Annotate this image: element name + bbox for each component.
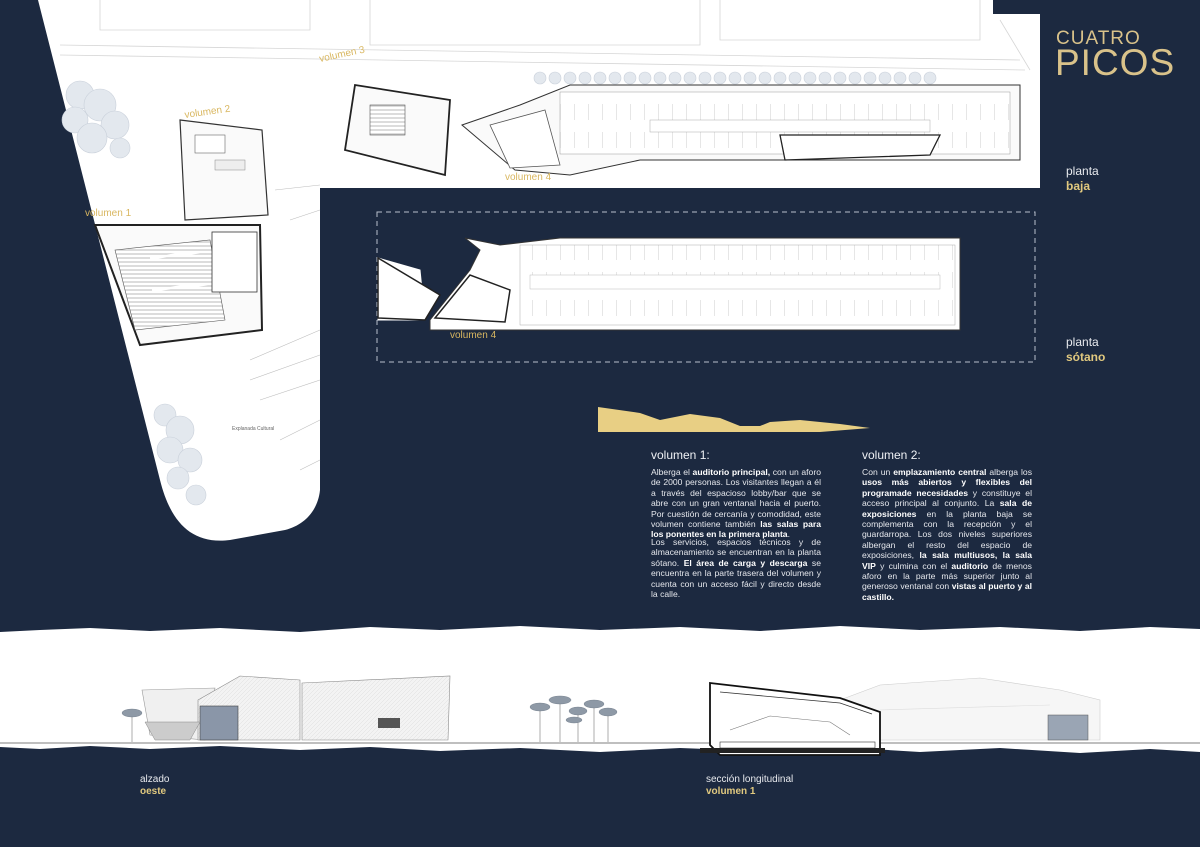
- volume2-p1-run: y constituye el acceso principal al conj…: [862, 487, 1032, 509]
- volume1-p2-run: El área de carga y descarga: [683, 557, 808, 568]
- label-west-elevation-line1: alzado: [140, 774, 170, 785]
- plan-volume-1: [93, 224, 264, 347]
- label-basement-line2: sótano: [1066, 350, 1106, 364]
- volume2-p1-run: en la planta baja se complementa con la …: [862, 508, 1032, 561]
- volume1-p1-run: .: [787, 529, 790, 540]
- basement-label-volume-4: volumen 4: [450, 330, 497, 341]
- label-section-line1: sección longitudinal: [706, 774, 794, 785]
- elevation-trees: [121, 695, 618, 742]
- volume-1-paragraph-1: Alberga el auditorio principal, con un a…: [651, 467, 821, 540]
- volume2-p1-run: la sala multiusos, la sala VIP: [862, 550, 1032, 571]
- plan-label-esplanade: Explanada Cultural: [232, 426, 274, 432]
- volume1-p1-run: auditorio principal,: [692, 467, 771, 477]
- volume-1-paragraph-2: Los servicios, espacios técnicos y de al…: [651, 537, 821, 599]
- plan-label-volume-1: volumen 1: [85, 208, 132, 219]
- context-buildings: [59, 0, 1031, 71]
- basement-frame: [376, 211, 1036, 363]
- volume2-p1-run: de menos aforo en la parte más superior …: [862, 560, 1032, 592]
- volume2-p1-run: vistas al puerto y al castillo.: [862, 581, 1032, 602]
- label-ground-floor-line1: planta: [1066, 164, 1099, 178]
- volume2-p1-run: y culmina con el: [875, 560, 952, 571]
- volume2-p1-run: emplazamiento central: [893, 467, 987, 477]
- volume2-p1-run: alberga los: [986, 467, 1032, 477]
- label-ground-floor: planta baja: [1066, 164, 1099, 194]
- longitudinal-section: [700, 677, 1101, 756]
- label-basement-line1: planta: [1066, 335, 1099, 349]
- brand-title-line1: CUATRO: [1056, 28, 1141, 49]
- label-section-line2: volumen 1: [706, 786, 756, 797]
- label-west-elevation-line2: oeste: [140, 786, 167, 797]
- volume1-p1-run: con un aforo de 2000 personas. Los visit…: [651, 467, 821, 530]
- plan-volume-3: [343, 83, 451, 177]
- label-west-elevation: alzado oeste: [140, 774, 169, 798]
- volume1-p1-run: las salas para los ponentes en la primer…: [651, 519, 821, 540]
- volume1-p2-run: Los servicios, espacios técnicos y de al…: [651, 537, 821, 568]
- volume2-p1-run: usos más abiertos y flexibles del progra…: [862, 477, 1032, 498]
- plan-basement: volumen 4: [377, 237, 961, 341]
- volume2-p1-run: auditorio: [951, 560, 989, 571]
- silhouette-elevation: [598, 407, 870, 432]
- plan-volume-4: [461, 84, 1021, 176]
- volume1-p2-run: se encuentra en la parte trasera del vol…: [651, 557, 821, 600]
- volume-2-heading: volumen 2:: [862, 448, 921, 462]
- volume-2-paragraph-1: Con un emplazamiento central alberga los…: [862, 467, 1032, 602]
- plan-volume-2: [179, 119, 269, 221]
- plan-label-volume-4: volumen 4: [505, 172, 552, 183]
- label-ground-floor-line2: baja: [1066, 179, 1091, 193]
- label-basement: planta sótano: [1066, 335, 1105, 365]
- volume1-p1-run: Alberga el: [651, 467, 693, 477]
- volume-1-heading: volumen 1:: [651, 448, 710, 462]
- volume2-p1-run: sala de exposiciones: [862, 498, 1032, 519]
- west-elevation: [141, 675, 451, 741]
- volume2-p1-run: Con un: [862, 467, 894, 477]
- trees-ground-plan: [61, 71, 937, 506]
- brand-title-line2: PICOS: [1055, 42, 1176, 83]
- label-longitudinal-section: sección longitudinal volumen 1: [706, 774, 793, 798]
